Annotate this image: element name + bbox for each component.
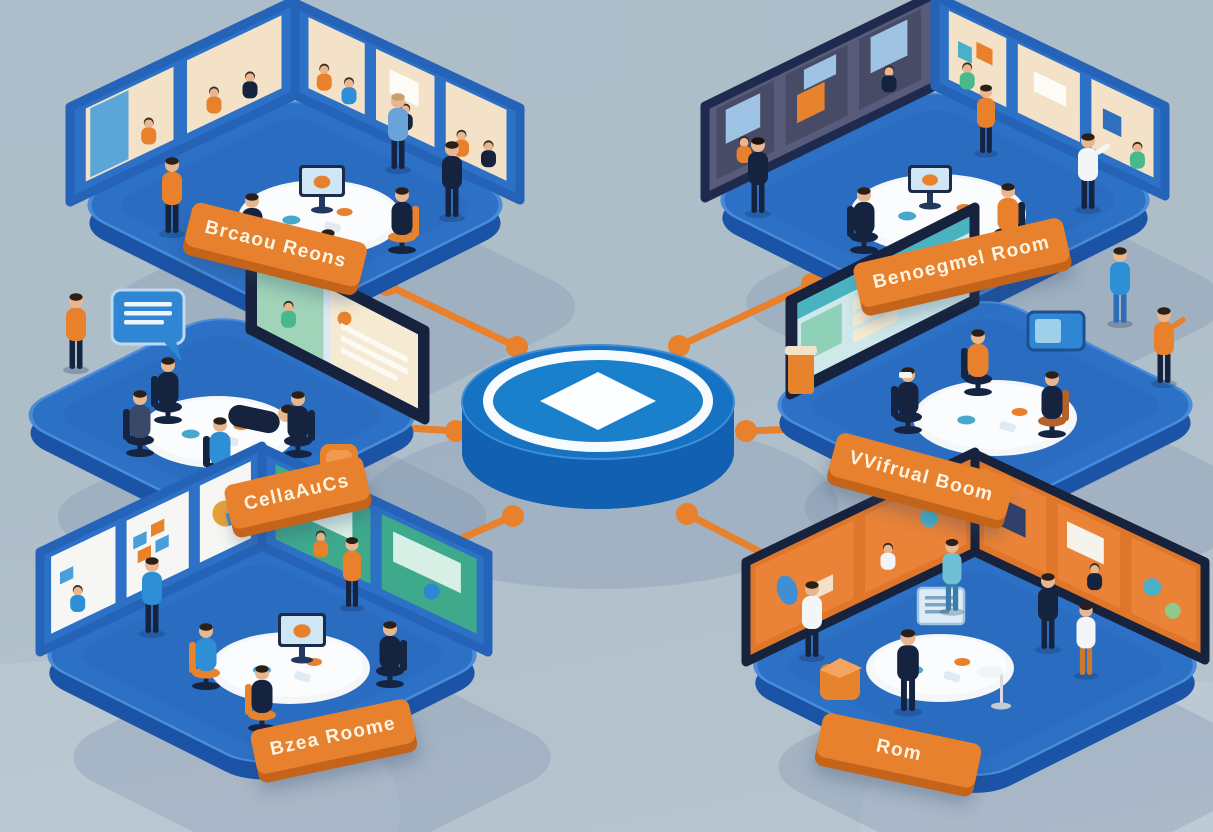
person-standing: [1107, 247, 1133, 328]
person-standing: [1035, 573, 1061, 654]
wall-panel: [958, 41, 972, 64]
wall-panel: [1033, 71, 1067, 107]
person-standing: [385, 93, 411, 174]
wall-panel: [155, 534, 169, 553]
wall-panel: [976, 41, 993, 66]
person-seated: [961, 329, 992, 396]
table-papers: [898, 211, 917, 221]
connector-dot: [676, 503, 698, 525]
podium: [788, 352, 814, 394]
person-standing: [1075, 133, 1111, 214]
person-seated: [891, 367, 922, 434]
deco-dot: [423, 583, 440, 600]
person-seated: [376, 621, 407, 688]
wall-panel: [133, 531, 147, 550]
wall-panel: [725, 93, 761, 144]
diamond-icon: [540, 372, 656, 430]
person-standing: [139, 557, 165, 638]
person-standing: [63, 293, 89, 374]
cardboard-box: [820, 658, 862, 700]
person-seated: [1038, 371, 1069, 438]
wall-panel: [797, 81, 825, 124]
floating-document: [916, 586, 966, 626]
room-collab-middle-left: [28, 235, 430, 529]
speech-bubble: [110, 288, 186, 362]
person-standing: [799, 581, 825, 662]
person-standing: [159, 157, 185, 238]
meeting-table: [913, 380, 1077, 456]
person-seated: [151, 357, 182, 424]
person-standing: [893, 629, 923, 717]
deco-dot: [1164, 602, 1181, 619]
wall-panel: [803, 54, 837, 90]
wall-panel: [341, 334, 408, 375]
wall-panel: [389, 69, 419, 107]
wall-panel: [870, 19, 908, 74]
table-papers: [282, 215, 301, 225]
deco-dot: [337, 311, 352, 326]
monitor: [299, 165, 345, 214]
monitor: [278, 613, 326, 664]
wall-panel: [341, 346, 397, 382]
floor-lamp: [977, 666, 1011, 710]
wall-panel: [59, 566, 74, 585]
central-hub: [461, 344, 735, 509]
person-seated: [123, 390, 154, 457]
wall-panel: [1067, 521, 1104, 565]
person-standing: [439, 141, 465, 222]
person-standing: [340, 537, 364, 612]
wall-panel: [852, 309, 898, 344]
table-papers: [181, 429, 200, 439]
connector-dot: [445, 420, 467, 442]
person-seated: [284, 391, 315, 458]
monitor: [908, 165, 952, 210]
wall-panel: [51, 525, 116, 634]
wall-panel: [755, 520, 854, 646]
wall-panel: [393, 531, 461, 594]
person-standing: [745, 137, 771, 218]
vr-headset: [899, 372, 912, 378]
person-standing: [939, 538, 965, 616]
wall-panel: [90, 90, 129, 178]
person-standing: [974, 84, 998, 158]
wall-panel: [341, 322, 408, 363]
person-standing: [1073, 602, 1099, 680]
person-seated: [388, 187, 419, 254]
connector-dot: [506, 336, 528, 358]
connector-dot: [502, 505, 524, 527]
connector-dot: [668, 335, 690, 357]
table-papers: [957, 415, 976, 425]
wall-panel: [1131, 537, 1196, 644]
connector-dot: [735, 420, 757, 442]
hub-ring: [483, 350, 713, 452]
deco-dot: [920, 509, 939, 527]
person-standing: [1151, 307, 1186, 388]
floating-screen: [1026, 310, 1086, 352]
wall-panel: [137, 545, 151, 564]
wall-panel: [151, 518, 165, 537]
deco-dot: [1143, 578, 1162, 597]
person-seated: [189, 623, 220, 690]
wall-panel: [1102, 108, 1122, 138]
person-seated: [847, 187, 878, 254]
